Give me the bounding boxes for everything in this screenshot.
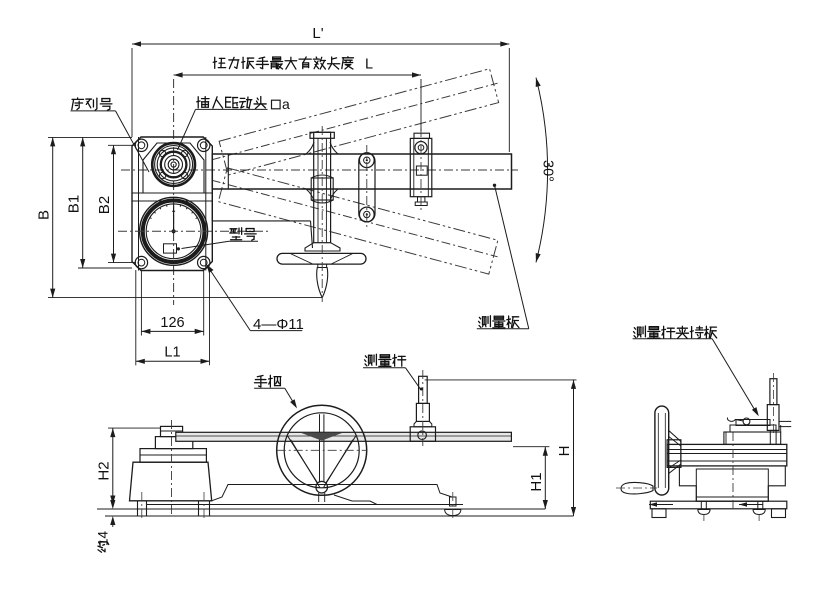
svg-text:H2: H2 — [96, 461, 113, 480]
svg-text:H: H — [556, 446, 573, 457]
svg-text:14: 14 — [96, 531, 111, 547]
svg-text:L: L — [365, 57, 373, 73]
svg-text:H1: H1 — [528, 472, 545, 491]
svg-text:30°: 30° — [540, 160, 556, 182]
svg-text:B2: B2 — [96, 196, 113, 214]
svg-text:a: a — [282, 96, 290, 112]
svg-text:L1: L1 — [164, 345, 180, 361]
svg-text:B1: B1 — [66, 195, 83, 213]
svg-text:126: 126 — [160, 315, 184, 331]
svg-text:L': L' — [312, 25, 323, 42]
svg-text:B: B — [36, 210, 53, 220]
